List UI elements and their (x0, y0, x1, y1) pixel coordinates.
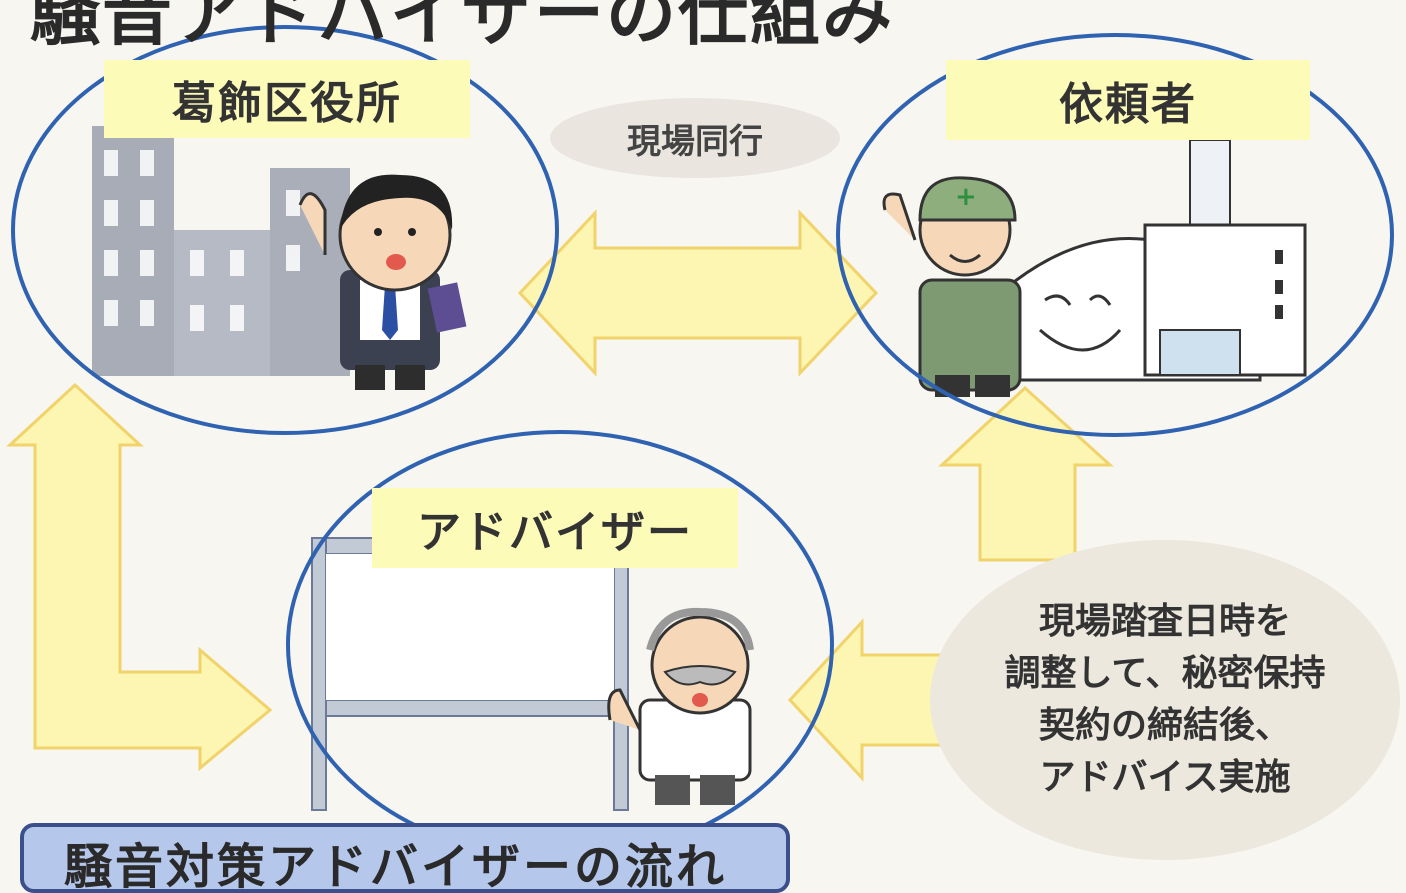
advisor-label: アドバイザー (372, 488, 738, 568)
requester-illustration: + (882, 139, 1307, 397)
to-requester-arrow (938, 385, 1114, 562)
ward-to-advisor-arrow (6, 382, 273, 772)
double-arrow (517, 209, 879, 377)
ward-office-illustration (92, 126, 467, 390)
note-bubble: 現場踏査日時を 調整して、秘密保持 契約の締結後、 アドバイス実施 (930, 540, 1400, 860)
advisor-illustration (311, 537, 754, 811)
ward-office-ellipse (11, 25, 559, 435)
note-line: 契約の締結後、 (1038, 705, 1291, 746)
to-advisor-arrow (787, 618, 952, 782)
note-line: 調整して、秘密保持 (1004, 653, 1326, 694)
note-line: アドバイス実施 (1039, 757, 1291, 798)
diagram-canvas: + (6, 25, 1394, 860)
ward-office-label: 葛飾区役所 (104, 60, 470, 138)
bottom-caption: 騒音対策アドバイザーの流れ (20, 823, 790, 893)
requester-ellipse (836, 33, 1394, 437)
page-title: 騒音アドバイザーの仕組み (30, 0, 894, 55)
svg-text:+: + (955, 182, 977, 212)
edge-label: 現場同行 (550, 98, 840, 178)
note-line: 現場踏査日時を (1038, 601, 1291, 642)
requester-label: 依頼者 (946, 60, 1310, 140)
